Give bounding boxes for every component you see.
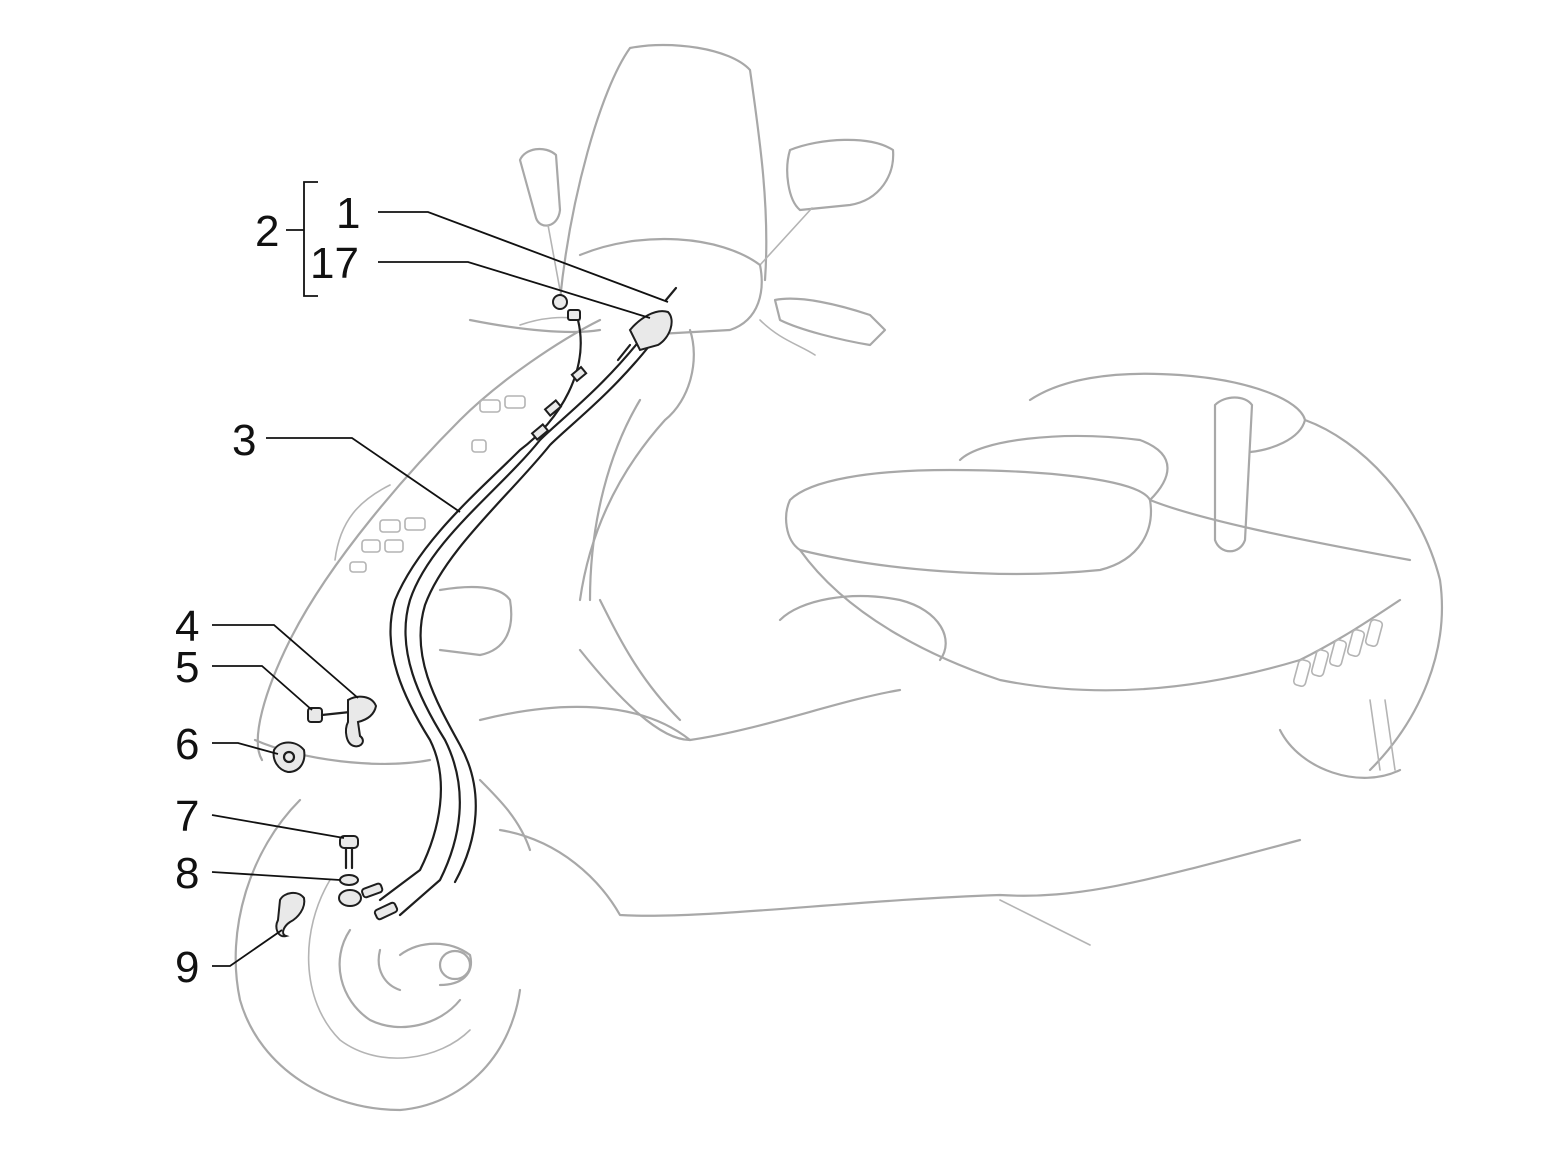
leader-5 — [212, 665, 313, 711]
leader-1 — [378, 211, 669, 303]
callout-4: 4 — [175, 602, 199, 651]
group-bracket — [303, 181, 318, 297]
callout-8: 8 — [175, 849, 199, 898]
leader-17 — [378, 261, 651, 319]
callout-5: 5 — [175, 643, 199, 692]
scooter-outline — [234, 43, 1444, 1112]
leader-4 — [212, 624, 359, 699]
leader-8 — [211, 871, 341, 881]
leader-7 — [211, 814, 345, 839]
callout-17: 17 — [310, 239, 359, 288]
callout-9: 9 — [175, 943, 199, 992]
clip-part-9 — [275, 892, 306, 938]
leader-9 — [212, 929, 283, 967]
bracket-part-4-5 — [307, 695, 378, 748]
brake-hose-assembly — [378, 318, 652, 917]
brake-master-cylinder — [552, 286, 678, 362]
callout-6: 6 — [175, 720, 199, 769]
callout-labels: 1 17 2 3 4 5 6 7 8 9 — [175, 189, 360, 992]
leader-lines — [211, 181, 669, 967]
leader-6 — [212, 742, 279, 755]
callout-2: 2 — [255, 207, 279, 256]
callout-7: 7 — [175, 792, 199, 841]
bolt-part-7-8 — [338, 835, 399, 921]
grommet-part-6 — [272, 741, 306, 774]
leader-3 — [266, 437, 461, 513]
callout-1: 1 — [336, 189, 360, 238]
callout-3: 3 — [232, 416, 256, 465]
